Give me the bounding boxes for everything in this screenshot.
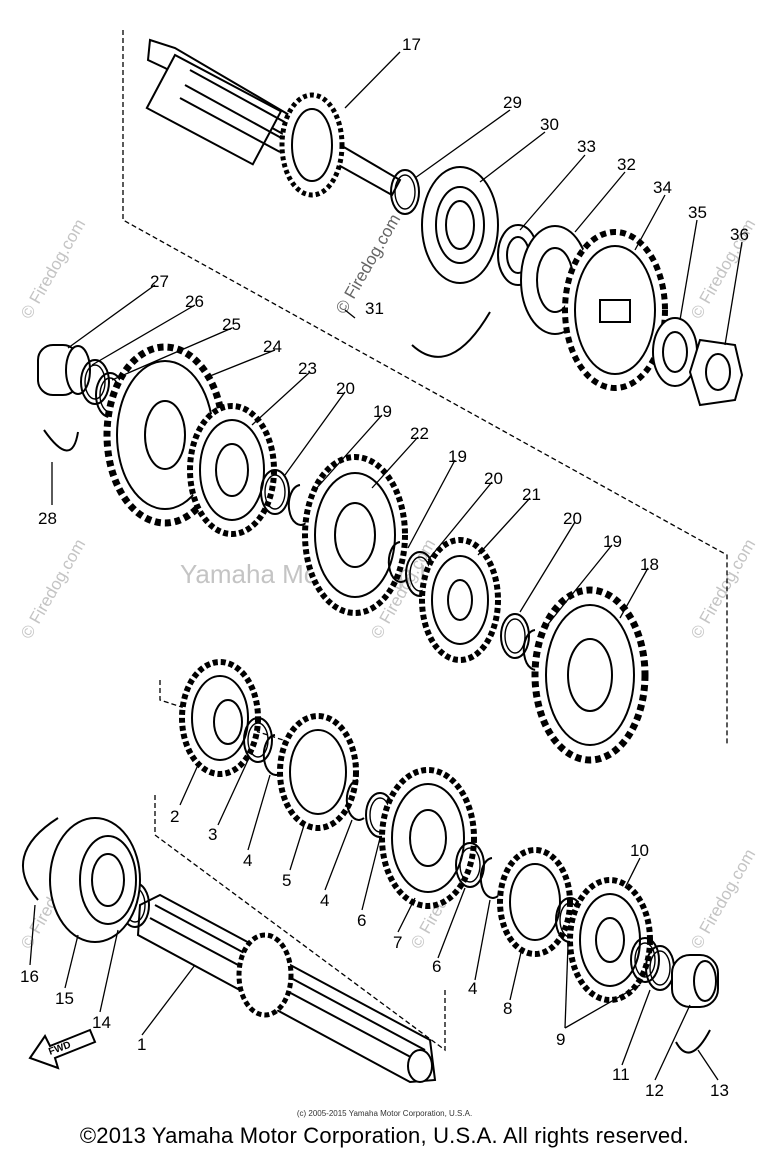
- callout: 19: [373, 402, 392, 421]
- leader-lines: [29, 51, 743, 1081]
- countershaft: [145, 38, 402, 197]
- gear-10: [567, 877, 653, 1003]
- callout: 18: [640, 555, 659, 574]
- bearing-27: [37, 344, 91, 396]
- callout: 26: [185, 292, 204, 311]
- callout-labels: 17 29 30 33 32 34 35 36 31 27 26 25 24 2…: [20, 35, 749, 1100]
- callout: 5: [282, 871, 291, 890]
- washer-29: [390, 169, 420, 215]
- circlip-11: [645, 945, 675, 991]
- washer-26: [80, 359, 110, 405]
- gear-21: [419, 537, 501, 663]
- site-watermark: © Firedog.com: [17, 536, 89, 642]
- callout: 21: [522, 485, 541, 504]
- main-axle-assembly: FWD: [22, 659, 719, 1084]
- callout: 12: [645, 1081, 664, 1100]
- gear-18: [531, 586, 649, 764]
- site-watermark: © Firedog.com: [687, 536, 759, 642]
- callout: 19: [603, 532, 622, 551]
- callout: 15: [55, 989, 74, 1008]
- washer-20: [260, 469, 290, 515]
- callout: 10: [630, 841, 649, 860]
- small-copyright: (c) 2005-2015 Yamaha Motor Corporation, …: [296, 1109, 473, 1118]
- gear-7: [379, 767, 477, 909]
- gear-8: [497, 847, 573, 957]
- middle-gear-assembly: [37, 343, 649, 764]
- callout: 28: [38, 509, 57, 528]
- callout: 35: [688, 203, 707, 222]
- callout: 20: [336, 379, 355, 398]
- countershaft-assembly: [145, 38, 744, 407]
- callout: 17: [402, 35, 421, 54]
- gear-23: [187, 403, 277, 537]
- callout: 7: [393, 933, 402, 952]
- callout: 31: [365, 299, 384, 318]
- callout: 3: [208, 825, 217, 844]
- main-axle-1: [136, 893, 437, 1084]
- callout: 11: [612, 1065, 630, 1084]
- gear-22: [302, 454, 408, 616]
- circlip-13: [675, 1029, 711, 1054]
- callout: 4: [468, 979, 477, 998]
- callout: 1: [137, 1035, 146, 1054]
- callout: 9: [556, 1030, 565, 1049]
- callout: 23: [298, 359, 317, 378]
- callout: 19: [448, 447, 467, 466]
- gear-17: [279, 92, 345, 198]
- callout: 20: [484, 469, 503, 488]
- callout: 13: [710, 1081, 729, 1100]
- callout: 22: [410, 424, 429, 443]
- callout: 2: [170, 807, 179, 826]
- bearing-12: [671, 954, 719, 1008]
- callout: 14: [92, 1013, 111, 1032]
- site-watermark: © Firedog.com: [17, 216, 89, 322]
- callout: 30: [540, 115, 559, 134]
- callout: 16: [20, 967, 39, 986]
- callout: 29: [503, 93, 522, 112]
- site-watermark: © Firedog.com: [687, 846, 759, 952]
- circlip-31: [411, 311, 491, 358]
- callout: 25: [222, 315, 241, 334]
- circlip-4: [479, 857, 499, 899]
- callout: 4: [320, 891, 329, 910]
- main-copyright: ©2013 Yamaha Motor Corporation, U.S.A. A…: [79, 1123, 690, 1148]
- callout: 6: [432, 957, 441, 976]
- gear-5: [277, 713, 359, 831]
- bearing-30: [421, 166, 499, 284]
- callout: 4: [243, 851, 252, 870]
- circlip-16: [22, 817, 59, 901]
- sprocket-34: [562, 229, 668, 391]
- callout: 32: [617, 155, 636, 174]
- callout: 33: [577, 137, 596, 156]
- gear-2: [179, 659, 261, 777]
- callout: 24: [263, 337, 282, 356]
- lock-washer-35: [652, 317, 698, 387]
- callout: 8: [503, 999, 512, 1018]
- bearing-15: [49, 817, 141, 943]
- callout: 20: [563, 509, 582, 528]
- callout: 34: [653, 178, 672, 197]
- nut-36: [688, 338, 744, 407]
- fwd-arrow-icon: FWD: [28, 1028, 97, 1070]
- callout: 6: [357, 911, 366, 930]
- callout: 27: [150, 272, 169, 291]
- circlip-28: [43, 429, 79, 452]
- callout: 36: [730, 225, 749, 244]
